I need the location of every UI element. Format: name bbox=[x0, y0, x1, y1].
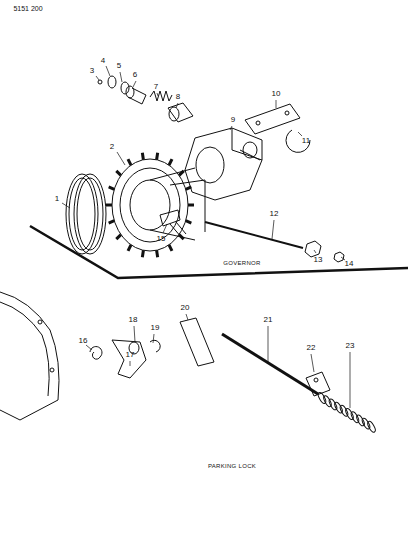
callout-number: 14 bbox=[345, 260, 354, 268]
callout-number: 3 bbox=[90, 67, 94, 75]
gear-tooth bbox=[157, 250, 158, 257]
reference-number: 5151 200 bbox=[13, 5, 42, 12]
callout-number: 18 bbox=[129, 316, 138, 324]
governor-plate bbox=[245, 104, 300, 134]
gear-tooth bbox=[142, 153, 143, 160]
pawl bbox=[112, 340, 146, 378]
transmission-case bbox=[0, 292, 59, 420]
callout-number: 16 bbox=[79, 337, 88, 345]
callout-number: 19 bbox=[151, 324, 160, 332]
gear-tooth bbox=[186, 221, 192, 223]
callout-number: 13 bbox=[314, 256, 323, 264]
spring bbox=[90, 347, 102, 360]
gear-tooth bbox=[109, 187, 115, 189]
governor-nut bbox=[305, 241, 321, 257]
callout-number: 17 bbox=[126, 351, 135, 359]
governor-shaft bbox=[205, 222, 303, 248]
callout-number: 4 bbox=[101, 57, 105, 65]
governor-body bbox=[185, 128, 262, 200]
callout-number: 1 bbox=[55, 195, 59, 203]
callout-number: 6 bbox=[133, 71, 137, 79]
seal-rings bbox=[66, 174, 106, 254]
callout-number: 11 bbox=[302, 137, 310, 145]
callout-number: 5 bbox=[117, 62, 121, 70]
callout-number: 22 bbox=[307, 344, 316, 352]
callout-number: 21 bbox=[264, 316, 273, 324]
gear-tooth bbox=[188, 204, 194, 207]
gear-tooth bbox=[179, 171, 184, 175]
small-nut bbox=[334, 252, 344, 262]
spring-coil bbox=[317, 392, 377, 434]
bolt bbox=[160, 210, 186, 238]
clip bbox=[150, 340, 160, 352]
callout-number: 9 bbox=[231, 116, 235, 124]
callout-number: 23 bbox=[346, 342, 355, 350]
gear-tooth bbox=[109, 221, 115, 223]
valve-parts bbox=[98, 76, 193, 122]
section-caption: PARKING LOCK bbox=[208, 463, 256, 469]
callout-number: 8 bbox=[176, 93, 180, 101]
leader-lines bbox=[62, 66, 350, 408]
bracket bbox=[306, 372, 330, 396]
gear-tooth bbox=[142, 250, 143, 257]
section-caption: GOVERNOR bbox=[223, 260, 260, 266]
gear-tooth bbox=[116, 235, 121, 239]
callout-number: 12 bbox=[270, 210, 279, 218]
gear-tooth bbox=[169, 245, 172, 251]
callout-number: 10 bbox=[272, 90, 281, 98]
pin bbox=[180, 318, 214, 366]
coil-turn bbox=[366, 420, 376, 433]
gear-tooth bbox=[169, 159, 172, 165]
rod bbox=[222, 334, 318, 394]
gear-tooth bbox=[128, 159, 131, 165]
gear-tooth bbox=[128, 245, 131, 251]
gear-tooth bbox=[157, 153, 158, 160]
callout-number: 2 bbox=[110, 143, 114, 151]
callout-number: 20 bbox=[181, 304, 190, 312]
callout-number: 15 bbox=[157, 235, 166, 243]
gear-tooth bbox=[106, 204, 112, 207]
governor-gear bbox=[106, 153, 205, 257]
snap-ring bbox=[286, 130, 310, 152]
callout-number: 7 bbox=[154, 83, 158, 91]
parking-lock-parts bbox=[90, 318, 330, 396]
gear-tooth bbox=[116, 171, 121, 175]
